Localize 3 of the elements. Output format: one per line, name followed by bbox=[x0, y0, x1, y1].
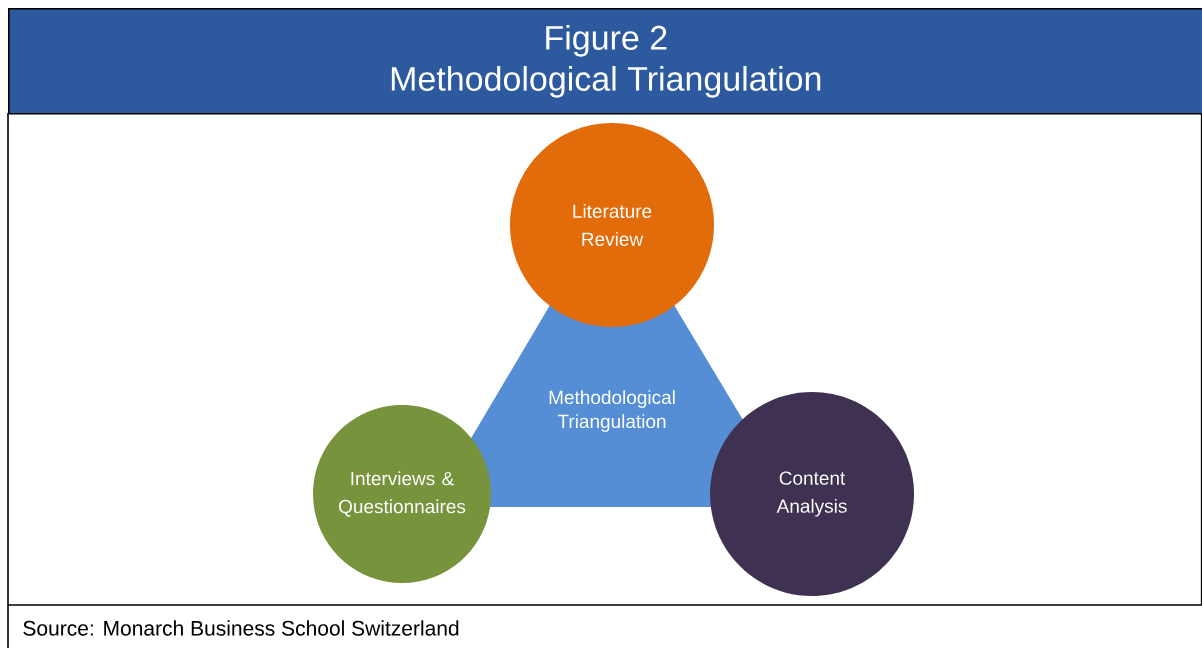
source-note: Source: Monarch Business School Switzerland bbox=[23, 620, 459, 636]
title-banner: Figure 2 Methodological Triangulation bbox=[8, 8, 1202, 115]
center-triangle: Methodological Triangulation bbox=[470, 305, 743, 507]
